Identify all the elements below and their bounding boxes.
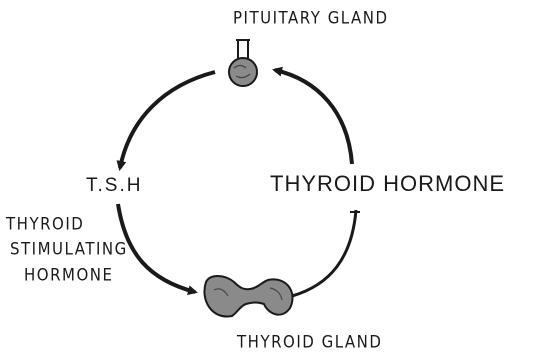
pituitary-gland-shape	[229, 40, 257, 86]
arrow-pituitary-to-tsh	[120, 72, 215, 168]
arrow-hormone-to-pituitary	[275, 70, 352, 164]
pituitary-gland-label: PITUITARY GLAND	[233, 10, 389, 27]
thyroid-hormone-label: THYROID HORMONE	[270, 173, 505, 195]
thyroid-gland-label: THYROID GLAND	[237, 334, 382, 351]
thyroid-gland-shape	[204, 276, 292, 317]
line-thyroid-to-hormone	[292, 210, 356, 296]
arrow-tsh-to-thyroid	[118, 204, 195, 292]
tsh-full-name-line-1: THYROID	[6, 216, 84, 233]
tsh-label: T.S.H	[86, 176, 142, 195]
tsh-full-name-line-2: STIMULATING	[10, 241, 128, 258]
tsh-full-name-line-3: HORMONE	[24, 267, 113, 284]
